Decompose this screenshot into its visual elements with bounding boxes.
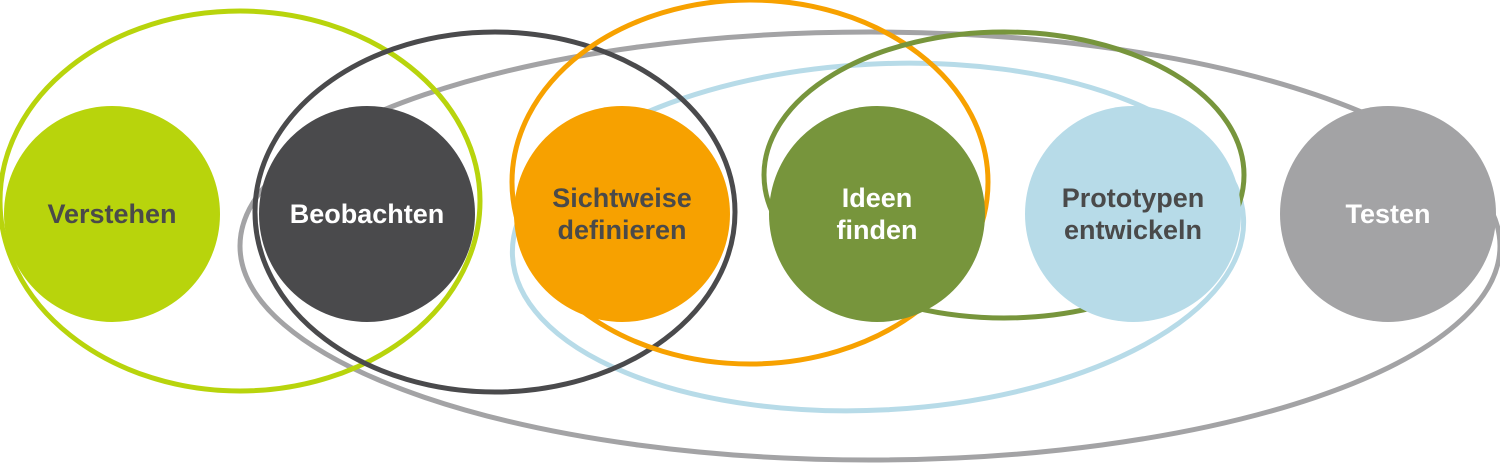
stage-circle <box>514 106 730 322</box>
stage-label: Testen <box>1345 199 1430 229</box>
stage-circles <box>4 106 1496 322</box>
stage-label-line: Testen <box>1345 199 1430 229</box>
stage-label-line: definieren <box>557 215 686 245</box>
stage-label-line: Verstehen <box>47 199 176 229</box>
stage-circle <box>769 106 985 322</box>
stage-circle <box>259 106 475 322</box>
connector-ring <box>761 29 1247 321</box>
connector-ring <box>509 60 1247 414</box>
stage-label-line: Ideen <box>842 183 913 213</box>
stage-label: Verstehen <box>47 199 176 229</box>
connector-ring <box>237 29 1500 463</box>
stage-label-line: Prototypen <box>1062 183 1205 213</box>
connector-ring <box>252 29 738 395</box>
stage-circle <box>1025 106 1241 322</box>
stage-label-line: finden <box>837 215 918 245</box>
stage-label-line: Sichtweise <box>552 183 692 213</box>
stage-label-line: Beobachten <box>290 199 445 229</box>
stage-circle <box>1280 106 1496 322</box>
stage-label-line: entwickeln <box>1064 215 1202 245</box>
connector-ring <box>0 8 483 394</box>
stage-label: Beobachten <box>290 199 445 229</box>
stage-circle <box>4 106 220 322</box>
connector-ring <box>509 0 991 367</box>
